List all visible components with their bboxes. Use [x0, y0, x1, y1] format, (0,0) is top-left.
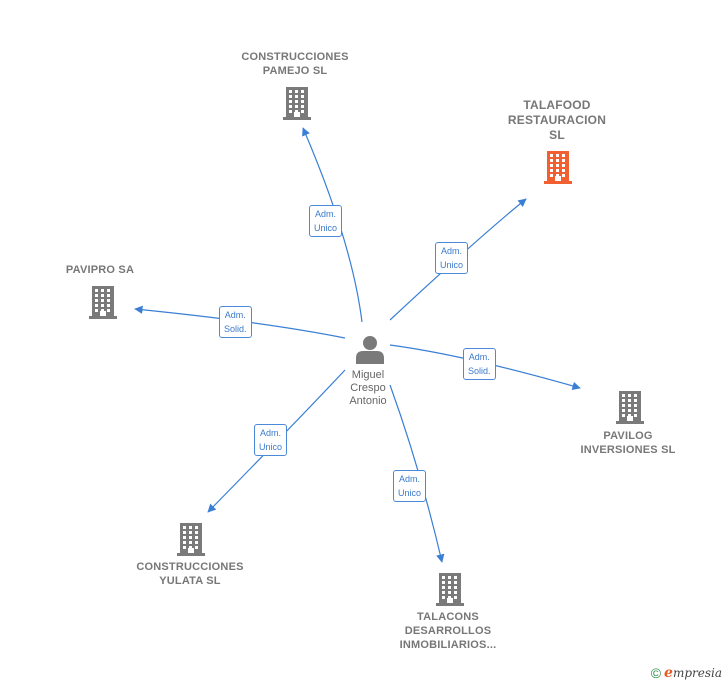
company-label-pamejo[interactable]: CONSTRUCCIONES PAMEJO SL: [241, 51, 349, 77]
relation-badge-pavipro[interactable]: Adm. Solid.: [219, 306, 252, 338]
building-icon-pamejo[interactable]: [282, 86, 312, 125]
company-label-talafood[interactable]: TALAFOOD RESTAURACION SL: [507, 98, 607, 142]
relation-badge-pamejo[interactable]: Adm. Unico: [309, 205, 343, 237]
building-icon-yulata[interactable]: [176, 522, 206, 561]
copyright-icon: ©: [650, 665, 662, 681]
relation-badge-pavilog[interactable]: Adm. Solid.: [463, 348, 496, 380]
person-name[interactable]: Miguel Crespo Antonio: [349, 369, 387, 407]
building-icon-pavilog[interactable]: [615, 390, 645, 429]
company-label-pavipro[interactable]: PAVIPRO SA: [65, 264, 135, 276]
edge-yulata: [207, 369, 346, 513]
edge-pamejo: [302, 127, 363, 323]
company-label-talacons[interactable]: TALACONS DESARROLLOS INMOBILIARIOS...: [399, 611, 497, 651]
building-icon-talafood[interactable]: [543, 150, 573, 189]
relation-badge-talafood[interactable]: Adm. Unico: [435, 242, 469, 274]
relation-badge-yulata[interactable]: Adm. Unico: [254, 424, 288, 456]
company-label-yulata[interactable]: CONSTRUCCIONES YULATA SL: [136, 561, 244, 587]
copyright-footer: © empresia: [651, 665, 722, 681]
brand-logo: empresia: [664, 665, 722, 681]
relation-badge-talacons[interactable]: Adm. Unico: [393, 470, 427, 502]
company-label-pavilog[interactable]: PAVILOG INVERSIONES SL: [580, 430, 676, 456]
building-icon-pavipro[interactable]: [88, 285, 118, 324]
person-icon[interactable]: [355, 334, 385, 364]
building-icon-talacons[interactable]: [435, 572, 465, 611]
edge-pavipro: [134, 305, 346, 339]
